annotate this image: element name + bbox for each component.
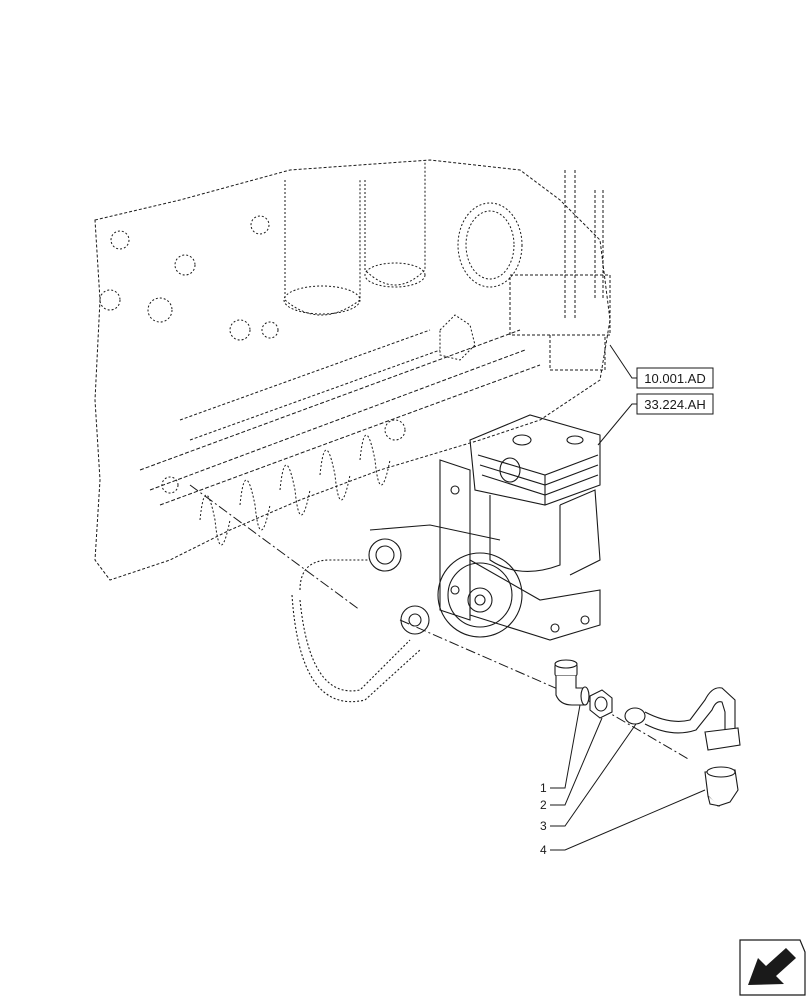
callout-2: 2 [540, 798, 547, 812]
part-1-elbow-fitting[interactable] [554, 659, 590, 706]
callout-4: 4 [540, 843, 547, 857]
engine-block [94, 159, 691, 761]
part-3-pipe[interactable] [624, 687, 741, 751]
part-4-elbow-fitting[interactable] [704, 766, 739, 807]
callout-1: 1 [540, 781, 547, 795]
reference-label-engine: 10.001.AD [644, 371, 705, 386]
reference-box-engine[interactable]: 10.001.AD [636, 367, 714, 389]
part-2-adapter-nut[interactable] [589, 689, 613, 719]
navigation-arrow-icon[interactable] [739, 939, 806, 996]
callout-numbers: 1 2 3 4 [540, 781, 547, 857]
leader-lines [550, 344, 706, 851]
reference-box-compressor[interactable]: 33.224.AH [636, 393, 714, 415]
reference-label-compressor: 33.224.AH [644, 397, 705, 412]
callout-3: 3 [540, 819, 547, 833]
air-compressor [439, 414, 601, 641]
drive-pulleys [291, 524, 523, 703]
